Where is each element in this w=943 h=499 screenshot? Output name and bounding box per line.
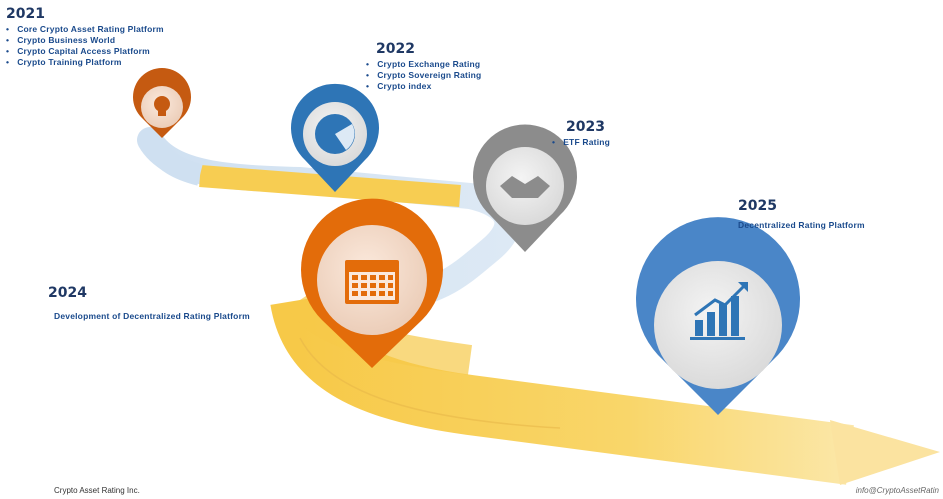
milestone-item-list: Core Crypto Asset Rating Platform Crypto… [6,24,164,68]
milestone-2024: 2024 Development of Decentralized Rating… [48,285,250,321]
milestone-2021: 2021 Core Crypto Asset Rating Platform C… [6,6,164,68]
marker-2023 [472,124,577,252]
milestone-year: 2023 [566,119,605,135]
milestone-item: ETF Rating [552,137,610,148]
milestone-item: Crypto Business World [6,35,164,46]
milestone-2023: 2023 ETF Rating [552,119,610,148]
milestone-item: Crypto Training Platform [6,57,164,68]
footer-company: Crypto Asset Rating Inc. [54,486,140,495]
milestone-year: 2025 [738,198,777,214]
milestone-item: Core Crypto Asset Rating Platform [6,24,164,35]
milestone-item-list: Crypto Exchange Rating Crypto Sovereign … [366,59,481,92]
milestone-item: Crypto index [366,81,481,92]
milestone-year: 2021 [6,6,45,22]
milestone-2025: 2025 Decentralized Rating Platform [738,198,865,230]
milestone-item: Crypto Sovereign Rating [366,70,481,81]
milestone-item: Crypto Capital Access Platform [6,46,164,57]
footer-email[interactable]: info@CryptoAssetRatin [855,486,939,495]
marker-2022 [291,83,380,192]
milestone-year: 2024 [48,285,87,301]
marker-2025 [636,217,800,415]
milestone-2022: 2022 Crypto Exchange Rating Crypto Sover… [366,41,481,92]
milestone-item-list: ETF Rating [552,137,610,148]
marker-2024 [300,198,443,368]
milestone-text: Development of Decentralized Rating Plat… [54,311,250,321]
marker-2021 [133,68,192,138]
milestone-text: Decentralized Rating Platform [738,220,865,230]
milestone-year: 2022 [376,41,415,57]
milestone-item: Crypto Exchange Rating [366,59,481,70]
